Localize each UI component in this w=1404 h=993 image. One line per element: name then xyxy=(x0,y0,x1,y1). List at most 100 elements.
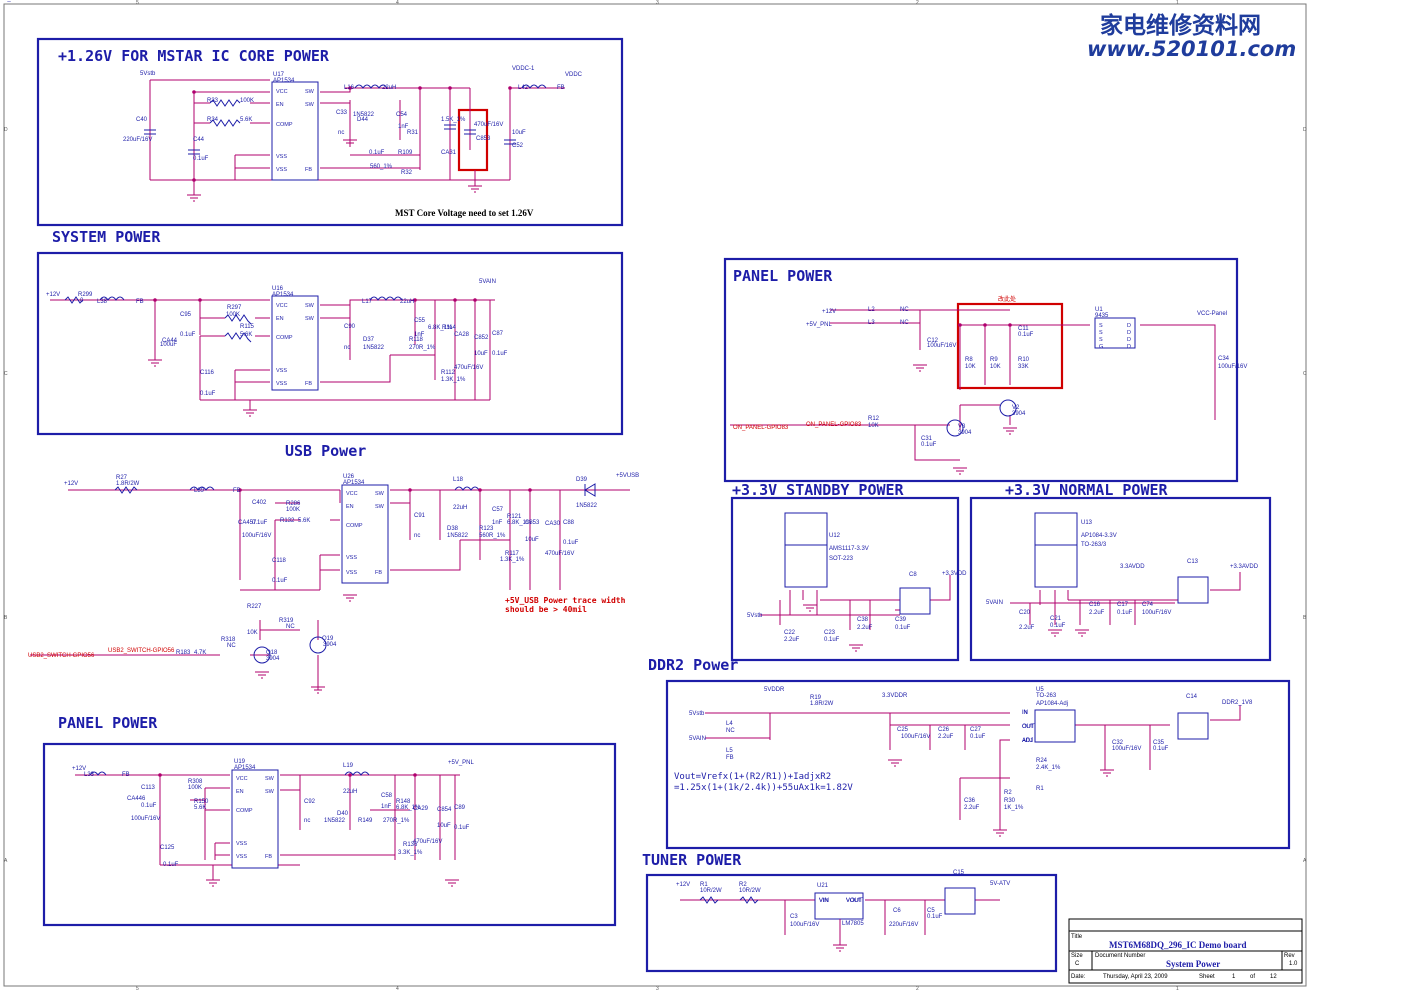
panel-right-title: PANEL POWER xyxy=(733,267,833,285)
panel_right-label-2: L2 xyxy=(868,307,875,313)
border-col-1-bottom: 1 xyxy=(1176,986,1179,992)
mstar-note: MST Core Voltage need to set 1.26V xyxy=(395,208,534,218)
panel_right-label-20: C34 xyxy=(1218,356,1230,362)
tuner-box xyxy=(645,873,1058,973)
usb-label-5: C402 xyxy=(252,500,267,506)
usb-label-8: 100uF/16V xyxy=(242,533,271,539)
tb-title-label: Title xyxy=(1071,934,1083,940)
usb-label-32: CA30 xyxy=(545,521,561,527)
system-label-13: C116 xyxy=(200,370,215,376)
system-label-2: 0 xyxy=(80,298,84,304)
standby-label-12: C39 xyxy=(895,617,907,623)
svg-text:VCC: VCC xyxy=(276,89,288,95)
tb-title: MST6M68DQ_296_IC Demo board xyxy=(1109,940,1247,950)
svg-text:D: D xyxy=(1127,323,1131,329)
panel_left-label-25: 6.8K_1% xyxy=(396,805,421,811)
ddr2-label-3: 5VAIN xyxy=(689,736,706,742)
ddr2-label-13: IN xyxy=(1022,710,1028,716)
system-label-21: nc xyxy=(344,345,350,351)
svg-text:COMP: COMP xyxy=(276,122,293,128)
border-row-b: B xyxy=(4,615,8,621)
border-row-b-right: B xyxy=(1303,615,1307,621)
ddr2-label-10: U5 xyxy=(1036,687,1044,693)
system-label-0: +12V xyxy=(46,292,60,298)
border-col-5: 5 xyxy=(136,0,139,6)
system-label-8: 0.1uF xyxy=(180,332,196,338)
system-label-25: 1nF xyxy=(414,332,425,338)
normal-label-2: TO-263/3 xyxy=(1081,542,1107,548)
svg-text:VSS: VSS xyxy=(346,570,357,576)
ddr2-label-7: R19 xyxy=(810,695,822,701)
system-label-9: CA44 xyxy=(162,338,178,344)
logo-chinese: 家电维修资料网 xyxy=(1100,12,1261,39)
panel_left-label-31: 10uF xyxy=(437,823,451,829)
usb-label-21: +5VUSB xyxy=(616,473,639,479)
usb-label-30: R123 xyxy=(479,526,494,532)
panel_right-label-27: 3904 xyxy=(958,430,972,436)
mstar-label-18: nc xyxy=(338,130,344,136)
usb-label-27: 1nF xyxy=(492,520,503,526)
tb-of-label: of xyxy=(1250,974,1255,980)
svg-text:G: G xyxy=(1099,344,1103,350)
usb-label-53: USB2_SWITCH-GPIO56 xyxy=(108,648,175,654)
border-col-2: 2 xyxy=(916,0,919,6)
svg-text:FB: FB xyxy=(265,854,272,860)
svg-text:FB: FB xyxy=(305,167,312,173)
tuner-label-7: VOUT xyxy=(846,898,863,904)
standby-circuit: U12AMS1117-3.3VSOT-223+3.3VDDC85VstbC222… xyxy=(747,512,967,652)
usb-label-36: C88 xyxy=(563,520,575,526)
svg-text:COMP: COMP xyxy=(276,335,293,341)
mstar-label-10: 100K xyxy=(240,98,254,104)
usb-label-10: 100K xyxy=(286,507,300,513)
panel_right-label-1: +5V_PNL xyxy=(806,322,833,328)
tb-of: 12 xyxy=(1270,974,1277,980)
usb-label-39: 1.3K_1% xyxy=(500,557,525,563)
tb-rev: 1.0 xyxy=(1289,961,1298,967)
border-col-4: 4 xyxy=(396,0,399,6)
tb-doc: System Power xyxy=(1166,959,1220,969)
ddr2-label-8: 1.8R/2W xyxy=(810,701,834,707)
tuner-label-9: C3 xyxy=(790,914,798,920)
usb-label-37: 0.1uF xyxy=(563,540,579,546)
panel_left-label-7: R308 xyxy=(188,779,203,785)
mstar-label-20: 1N5822 xyxy=(353,112,375,118)
system-label-11: R115 xyxy=(240,324,255,330)
svg-text:VCC: VCC xyxy=(346,491,358,497)
usb-label-52: USB2_SWITCH-GPIO56 xyxy=(28,653,95,659)
tuner-label-15: C15 xyxy=(953,870,965,876)
normal-label-16: 100uF/16V xyxy=(1142,610,1171,616)
system-label-19: 5VAIN xyxy=(479,279,496,285)
ddr2-formula-1: Vout=Vrefx(1+(R2/R1))+IadjxR2 xyxy=(674,772,831,782)
panel_left-label-0: +12V xyxy=(72,766,86,772)
normal-label-11: C16 xyxy=(1089,602,1101,608)
usb-label-50: R183 xyxy=(176,650,191,656)
standby-label-1: AMS1117-3.3V xyxy=(829,546,869,552)
system-label-26: R114 xyxy=(442,325,457,331)
ddr2-label-18: C25 xyxy=(897,727,909,733)
usb-label-4: FB xyxy=(233,488,241,494)
svg-text:VSS: VSS xyxy=(236,841,247,847)
ddr2-label-5: FB xyxy=(726,755,734,761)
mstar-label-33: R32 xyxy=(401,170,413,176)
panel_right-label-6: C12 xyxy=(927,338,939,344)
ddr2-box xyxy=(665,679,1291,850)
usb-label-46: R318 xyxy=(221,637,236,643)
usb-label-38: R117 xyxy=(505,551,520,557)
svg-text:SW: SW xyxy=(375,504,385,510)
panel_right-label-8: 改此处 xyxy=(998,295,1016,303)
tuner-label-0: +12V xyxy=(676,882,690,888)
system-box xyxy=(36,251,624,436)
svg-text:VSS: VSS xyxy=(276,381,287,387)
panel_right-label-9: C11 xyxy=(1018,326,1029,332)
svg-text:ADJ: ADJ xyxy=(1022,738,1033,744)
normal-title: +3.3V NORMAL POWER xyxy=(1005,481,1169,499)
system-label-4: FB xyxy=(136,299,144,305)
tuner-label-3: R2 xyxy=(739,882,747,888)
standby-label-6: C22 xyxy=(784,630,796,636)
svg-text:VSS: VSS xyxy=(276,368,287,374)
tuner-label-1: R1 xyxy=(700,882,708,888)
mstar-label-30: 0.1uF xyxy=(369,150,385,156)
tuner-label-2: 10R/2W xyxy=(700,888,722,894)
system-label-32: C852 xyxy=(474,335,489,341)
